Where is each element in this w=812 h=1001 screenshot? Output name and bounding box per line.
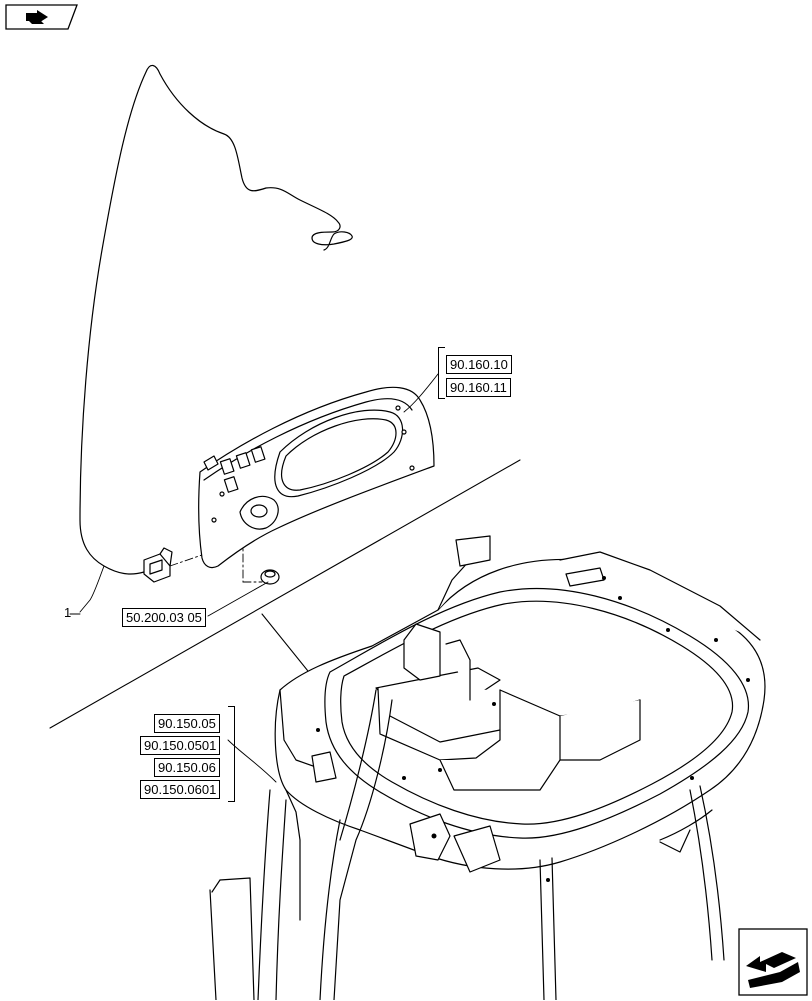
harness-cable [79, 64, 353, 567]
ref-box[interactable]: 90.150.0601 [140, 780, 221, 799]
ref-box[interactable]: 90.150.0501 [140, 736, 221, 755]
cab-frame [274, 535, 766, 921]
cab-posts [209, 689, 725, 1000]
ref-bracket-cab [228, 706, 235, 802]
ref-box[interactable]: 50.200.03 05 [122, 608, 206, 627]
ref-box[interactable]: 90.150.06 [154, 758, 220, 777]
connector [103, 547, 173, 583]
ref-box[interactable]: 90.150.05 [154, 714, 220, 733]
ref-box[interactable]: 90.160.11 [446, 378, 511, 397]
instrument-panel [198, 386, 435, 569]
ref-bracket-top [438, 347, 445, 399]
part-callout-1: 1 [64, 605, 72, 620]
socket [260, 569, 280, 585]
ref-box[interactable]: 90.160.10 [446, 355, 512, 374]
book-arrow-icon[interactable] [4, 4, 78, 30]
next-page-arrow-icon[interactable] [738, 928, 808, 996]
